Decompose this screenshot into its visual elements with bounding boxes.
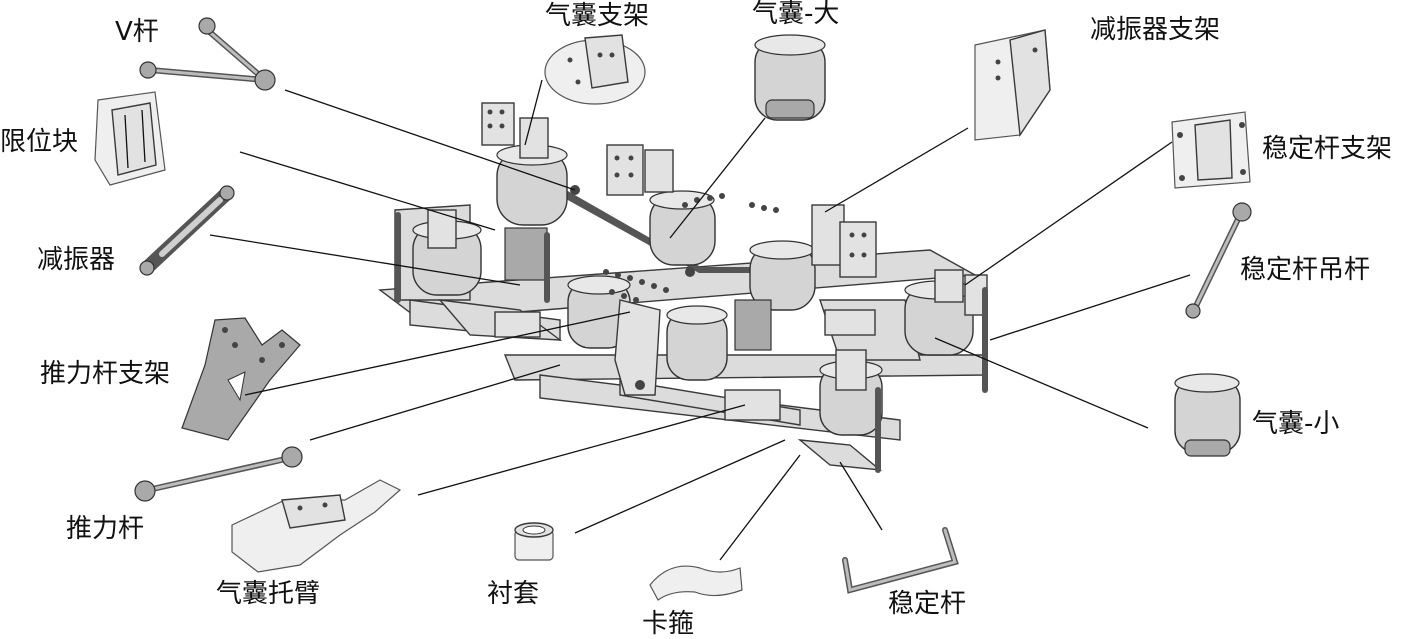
leader-bag-large xyxy=(669,117,766,239)
label-bushing: 衬套 xyxy=(487,579,539,609)
label-damper: 减振器 xyxy=(37,245,115,275)
leader-limit-block xyxy=(239,151,496,231)
leader-v-rod xyxy=(284,89,576,191)
leader-damper-bracket xyxy=(824,127,969,213)
air-bag-arm-part xyxy=(231,479,402,573)
bag-bracket-part xyxy=(544,34,646,105)
leader-bag-small xyxy=(934,337,1149,429)
leader-bag-bracket xyxy=(524,79,543,146)
stabilizer-bar-part xyxy=(842,527,959,594)
clamp-part xyxy=(649,565,743,601)
label-thrust-rod-bracket: 推力杆支架 xyxy=(40,359,170,389)
leader-thrust-rod xyxy=(309,364,561,441)
central-suspension-assembly xyxy=(378,102,988,473)
label-damper-bracket: 减振器支架 xyxy=(1090,15,1220,45)
damper-bracket-part xyxy=(974,29,1051,141)
label-stabilizer-hanger: 稳定杆吊杆 xyxy=(1240,255,1370,285)
leader-thrust-rod-bracket xyxy=(244,311,631,396)
v-rod-part xyxy=(139,17,276,91)
assembly-bolt-clusters xyxy=(603,193,779,303)
leader-clamp xyxy=(719,454,801,561)
leader-damper xyxy=(209,234,521,286)
bushing-part xyxy=(514,522,554,561)
thrust-rod-part xyxy=(134,446,303,502)
label-bag-bracket: 气囊支架 xyxy=(545,1,649,31)
stabilizer-hanger-part xyxy=(1185,202,1252,319)
assembly-air-bag xyxy=(666,305,728,381)
assembly-air-bag xyxy=(749,240,816,311)
label-bag-small: 气囊-小 xyxy=(1252,409,1339,439)
leader-stabilizer-bar xyxy=(839,461,883,531)
assembly-bracket-plates xyxy=(427,102,988,421)
damper-part xyxy=(139,185,235,276)
limit-block-part xyxy=(94,91,166,186)
label-stabilizer-bracket: 稳定杆支架 xyxy=(1262,134,1392,164)
assembly-air-bag xyxy=(649,190,716,266)
leader-bag-arm xyxy=(417,404,746,496)
leader-bushing xyxy=(574,439,786,534)
label-stabilizer-bar: 稳定杆 xyxy=(888,589,966,619)
label-v-rod: V杆 xyxy=(115,17,159,47)
stabilizer-bracket-part xyxy=(1171,111,1251,189)
label-thrust-rod: 推力杆 xyxy=(66,514,144,544)
label-bag-large: 气囊-大 xyxy=(752,0,839,29)
label-clamp: 卡箍 xyxy=(642,609,694,639)
air-bag-small-part xyxy=(1174,373,1241,457)
leader-lines xyxy=(209,79,1191,561)
leader-stabilizer-bracket xyxy=(964,141,1173,286)
label-limit-block: 限位块 xyxy=(0,127,78,157)
label-bag-arm: 气囊托臂 xyxy=(216,579,320,609)
air-bag-large-part xyxy=(754,34,826,121)
leader-stabilizer-hanger xyxy=(989,274,1191,341)
thrust-rod-bracket-part xyxy=(181,317,301,441)
